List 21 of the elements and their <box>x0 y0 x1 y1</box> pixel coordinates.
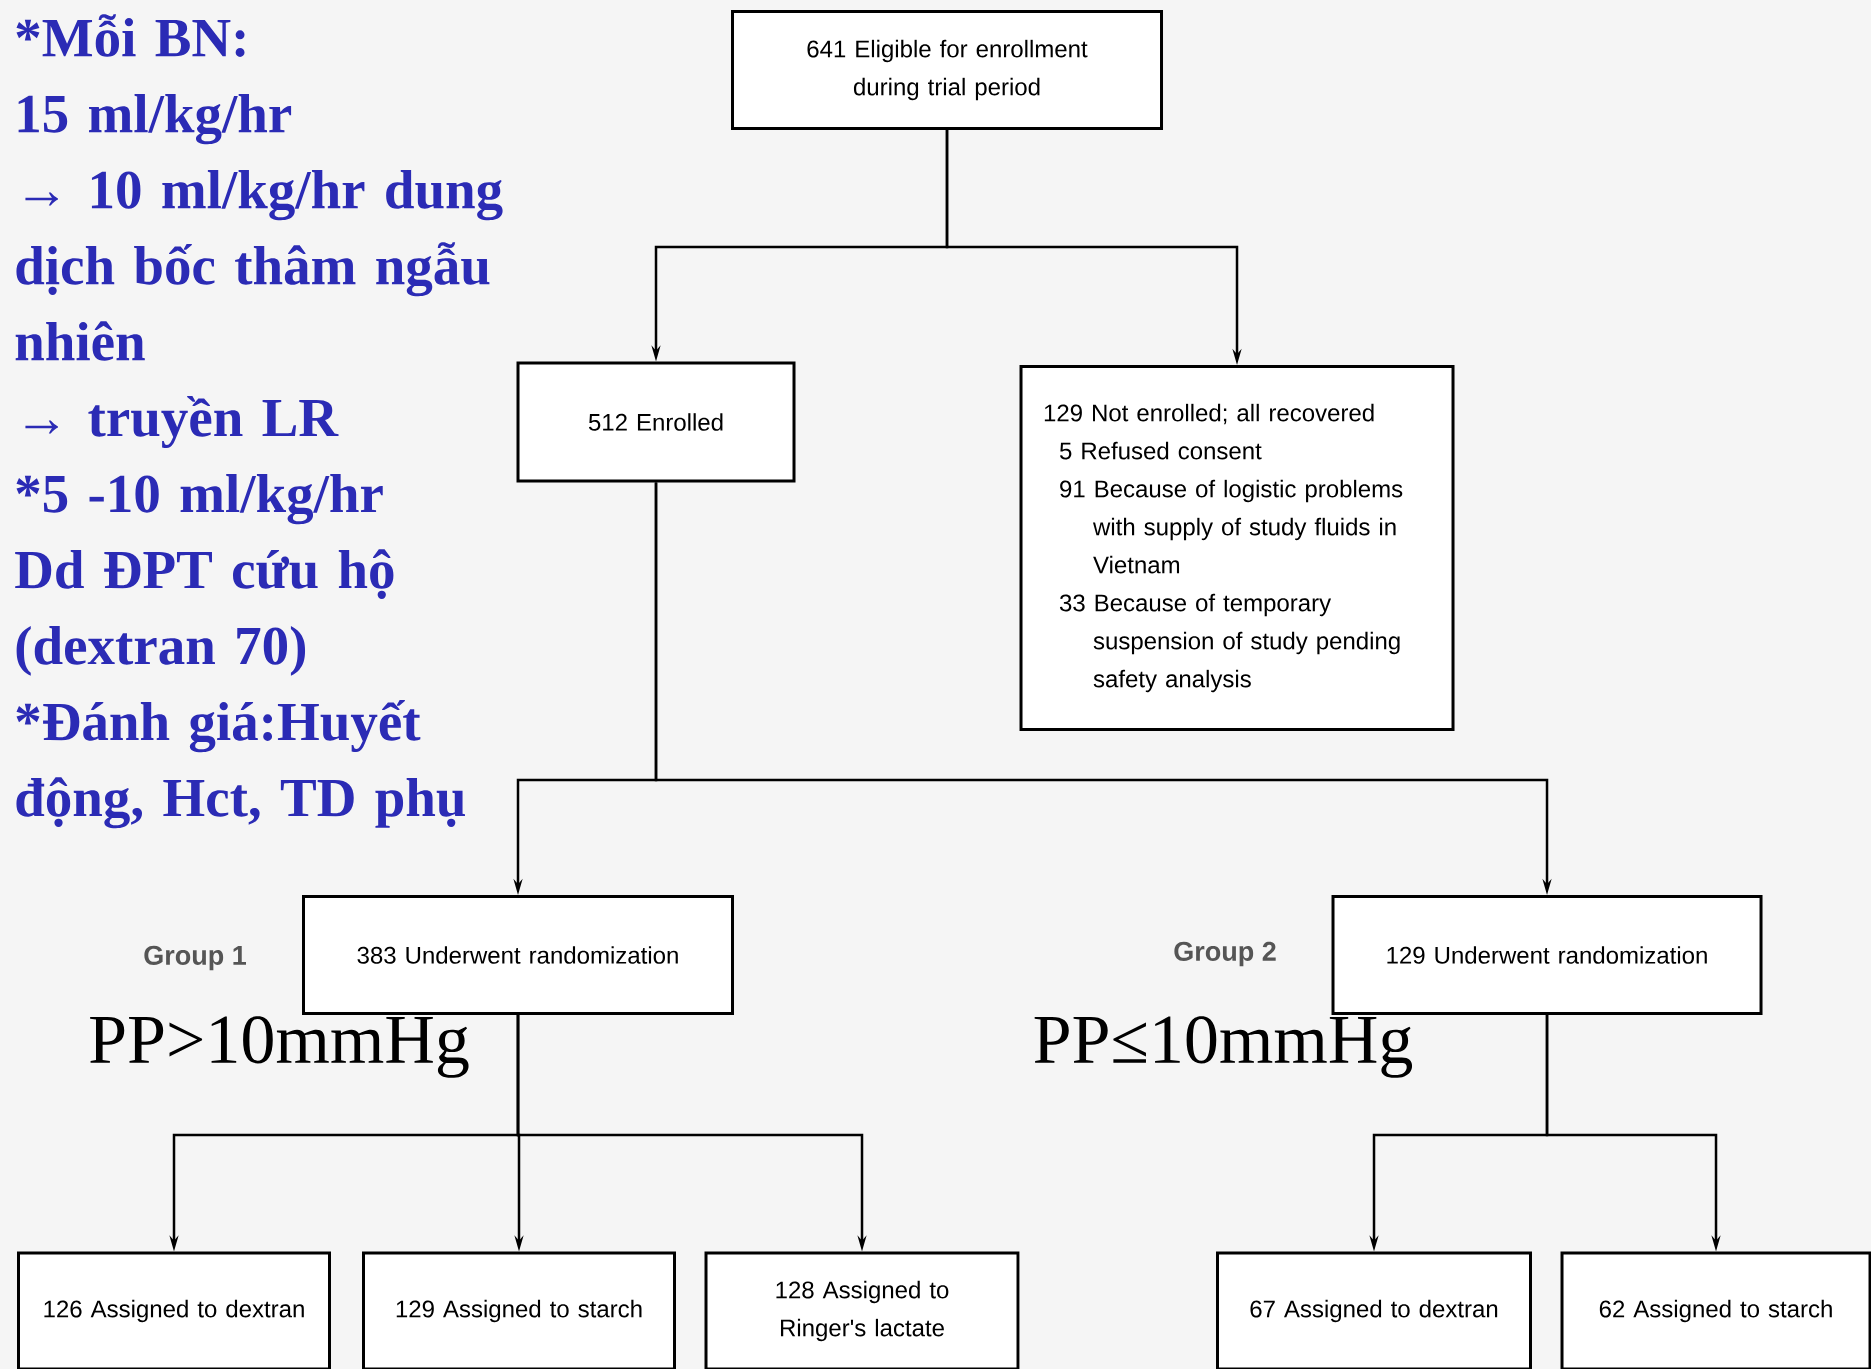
note-text: Dd ĐPT cứu hộ (dextran 70) <box>15 549 394 676</box>
flow-box: 641 Eligible for enrollment during trial period <box>731 10 1163 130</box>
flow-box: 126 Assigned to dextran <box>17 1251 331 1369</box>
group-label: Group 1 <box>144 945 246 971</box>
flow-box: 129 Assigned to starch <box>362 1251 676 1369</box>
note-text: → 10 ml/kg/hr dung dịch bốc thâm ngẫu nhiên <box>15 169 503 361</box>
group-label: Group 2 <box>1174 941 1276 967</box>
flow-box: 67 Assigned to dextran <box>1216 1251 1532 1369</box>
flow-box: 383 Underwent randomization <box>302 895 734 1015</box>
note-text: *Mỗi BN: <box>16 14 245 57</box>
flow-box: 512 Enrolled <box>516 361 796 483</box>
pressure-label: PP≤10mmHg <box>1034 1016 1413 1078</box>
note-text: 15 ml/kg/hr <box>18 93 292 145</box>
flow-box: 129 Not enrolled; all recovered 5 Refused consent 91 Because of logistic problems with supply of study fluids in Vietnam 33 Because of temporary suspension of study pending safety analysis <box>1019 365 1455 731</box>
flow-box: 129 Underwent randomization <box>1331 895 1763 1015</box>
pressure-label: PP>10mmHg <box>90 1016 469 1078</box>
flow-box: 62 Assigned to starch <box>1560 1251 1871 1369</box>
note-text: → truyền LR <box>25 396 339 448</box>
flow-box: 128 Assigned to Ringer's lactate <box>704 1251 1020 1369</box>
note-text: *5 -10 ml/kg/hr <box>16 473 383 525</box>
note-text: *Đánh giá:Huyết động, Hct, TD phụ <box>16 700 465 829</box>
